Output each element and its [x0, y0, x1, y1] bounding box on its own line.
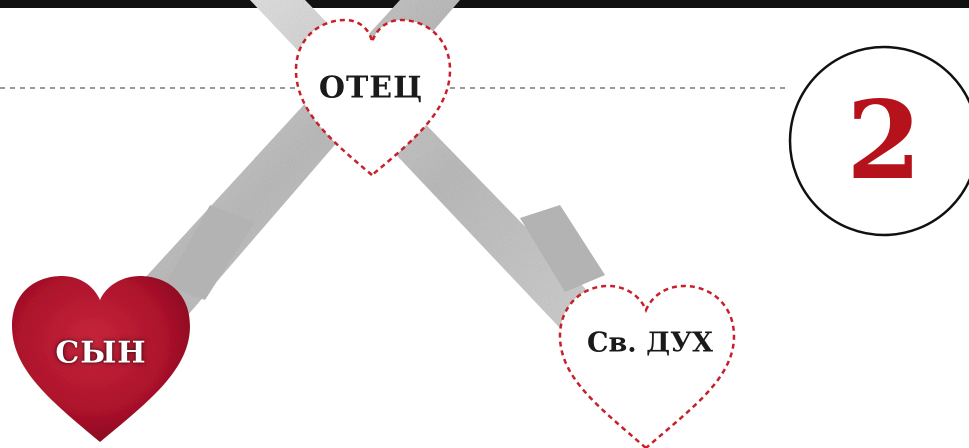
- step-number: 2: [846, 87, 921, 195]
- holy-spirit-label: Св. ДУХ: [587, 328, 713, 359]
- father-label: ОТЕЦ: [319, 71, 423, 106]
- son-label: СЫН: [55, 336, 146, 371]
- holy-spirit-heart: [560, 286, 734, 448]
